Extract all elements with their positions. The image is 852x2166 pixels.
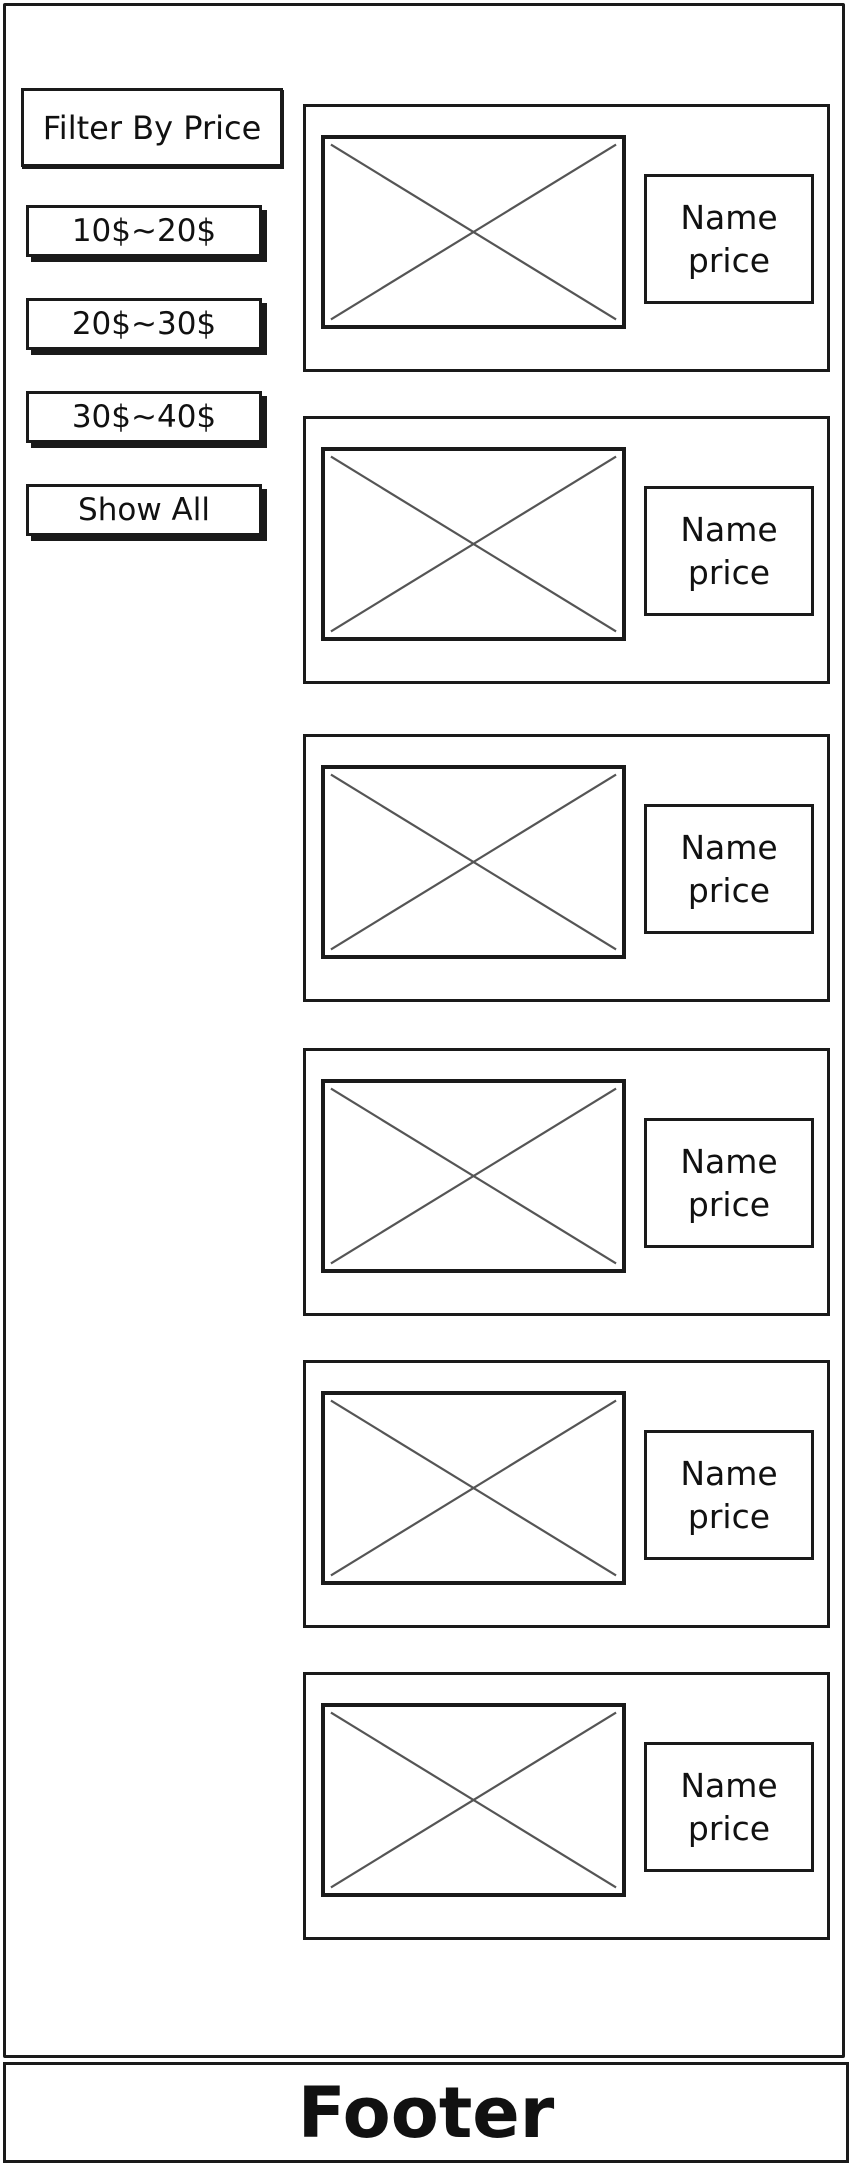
filter-30-40-button[interactable]: 30$~40$ [26,391,262,443]
product-card[interactable]: Name price [303,1672,830,1940]
filter-option-label: 30$~40$ [71,399,217,435]
image-placeholder-icon [321,1703,626,1897]
product-name: Name [680,1142,778,1181]
product-info-box: Name price [644,1742,814,1872]
product-info-box: Name price [644,1118,814,1248]
product-price: price [687,1497,771,1536]
product-name: Name [680,510,778,549]
image-placeholder-icon [321,135,626,329]
product-card[interactable]: Name price [303,1048,830,1316]
filter-20-30-button[interactable]: 20$~30$ [26,298,262,350]
product-card[interactable]: Name price [303,416,830,684]
product-name: Name [680,1766,778,1805]
footer: Footer [3,2062,849,2163]
product-info-box: Name price [644,486,814,616]
product-name: Name [680,1454,778,1493]
product-price: price [687,241,771,280]
product-price: price [687,1185,771,1224]
product-info-box: Name price [644,1430,814,1560]
product-name: Name [680,828,778,867]
product-price: price [687,553,771,592]
main-content-frame [3,3,845,2058]
product-price: price [687,1809,771,1848]
product-card[interactable]: Name price [303,1360,830,1628]
image-placeholder-icon [321,1079,626,1273]
filter-10-20-button[interactable]: 10$~20$ [26,205,262,257]
product-price: price [687,871,771,910]
product-info-box: Name price [644,174,814,304]
product-card[interactable]: Name price [303,104,830,372]
product-name: Name [680,198,778,237]
image-placeholder-icon [321,447,626,641]
filter-option-label: 20$~30$ [71,306,217,342]
footer-label: Footer [297,2071,555,2154]
filter-by-price-heading: Filter By Price [21,88,283,167]
product-card[interactable]: Name price [303,734,830,1002]
image-placeholder-icon [321,1391,626,1585]
filter-option-label: Show All [78,492,210,528]
product-info-box: Name price [644,804,814,934]
filter-option-label: 10$~20$ [71,213,217,249]
filter-show-all-button[interactable]: Show All [26,484,262,536]
filter-title-text: Filter By Price [42,108,262,147]
image-placeholder-icon [321,765,626,959]
